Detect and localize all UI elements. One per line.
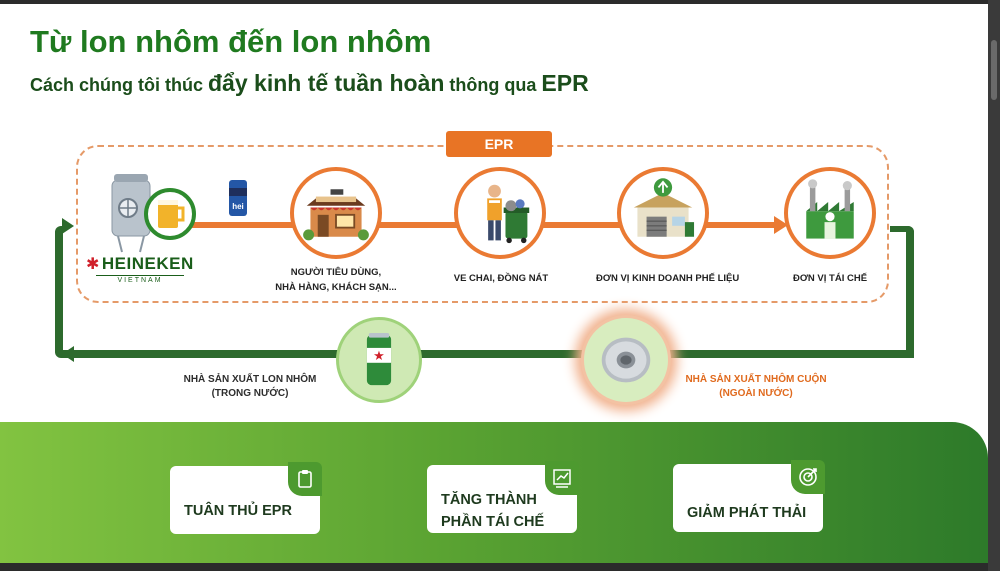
red-star-icon: ✱ — [86, 256, 100, 273]
aluminum-can-icon: ★ — [366, 333, 392, 386]
node-recyclers-label: ĐƠN VỊ TÁI CHẾ — [792, 273, 868, 284]
beer-can-icon: hei — [229, 180, 247, 216]
card-icon-box — [791, 460, 825, 494]
node-scrap-dealers-label: ĐƠN VỊ KINH DOANH PHẾ LIỆU — [596, 273, 740, 284]
epr-tag: EPR — [446, 131, 552, 157]
waste-collector-icon — [487, 184, 530, 244]
card-emission-reduction: GIẢM PHÁT THẢI — [673, 460, 825, 532]
loop-arrow-right-icon — [62, 218, 74, 234]
subtitle-part3: thông qua — [444, 75, 542, 95]
node-consumers — [290, 167, 382, 259]
recycling-center-icon — [633, 178, 695, 237]
can-maker-bubble: ★ — [336, 317, 422, 403]
subtitle-part4: EPR — [541, 70, 589, 96]
loop-arrow-left-icon — [62, 346, 74, 362]
restaurant-icon — [303, 189, 369, 241]
recycling-factory-icon — [806, 179, 854, 239]
coil-maker-bubble — [581, 315, 671, 405]
node-waste-collectors — [454, 167, 546, 259]
subtitle-part1: Cách chúng tôi thúc — [30, 75, 208, 95]
brand-country: VIETNAM — [96, 275, 184, 284]
card-recycled-content: TĂNG THÀNH PHẦN TÁI CHẾ — [427, 461, 579, 533]
svg-text:★: ★ — [373, 349, 385, 364]
clipboard-icon — [298, 470, 312, 488]
heineken-logo: ✱HEINEKEN VIETNAM — [86, 254, 193, 284]
brand-name: HEINEKEN — [101, 254, 194, 273]
node-waste-collectors-label: VE CHAI, ĐỒNG NÁT — [453, 273, 549, 284]
svg-text:hei: hei — [232, 202, 244, 211]
subtitle-part2: đẩy kinh tế tuần hoàn — [208, 70, 445, 96]
node-recyclers — [784, 167, 876, 259]
scrollbar[interactable] — [988, 0, 1000, 571]
slide-title: Từ lon nhôm đến lon nhôm — [30, 24, 432, 59]
node-consumers-label: NGƯỜI TIÊU DÙNG, NHÀ HÀNG, KHÁCH SẠN... — [275, 267, 397, 293]
loop-line-bottom — [63, 350, 914, 358]
slide: Từ lon nhôm đến lon nhôm Cách chúng tôi … — [0, 4, 988, 563]
loop-line-top — [890, 226, 914, 232]
card-icon-box — [288, 462, 322, 496]
brewery-tank-icon — [111, 174, 196, 253]
card-epr-compliance: TUÂN THỦ EPR — [170, 462, 322, 534]
slide-subtitle: Cách chúng tôi thúc đẩy kinh tế tuần hoà… — [30, 70, 589, 97]
scrollbar-thumb[interactable] — [991, 40, 997, 100]
aluminum-coil-icon — [601, 337, 651, 383]
target-icon — [799, 468, 817, 486]
can-maker-label: NHÀ SẢN XUẤT LON NHÔM (TRONG NƯỚC) — [183, 374, 317, 399]
card-icon-box — [545, 461, 579, 495]
coil-maker-label: NHÀ SẢN XUẤT NHÔM CUỘN (NGOÀI NƯỚC) — [685, 374, 827, 399]
loop-line-left — [55, 226, 63, 358]
recycle-chart-icon — [553, 469, 571, 488]
node-scrap-dealers — [617, 167, 709, 259]
loop-line-right — [906, 226, 914, 358]
